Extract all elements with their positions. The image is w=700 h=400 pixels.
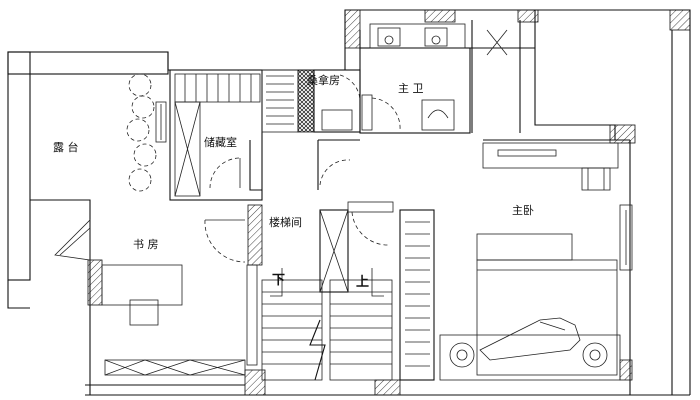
label-study: 书 房: [133, 238, 159, 251]
label-master-bedroom: 主卧: [512, 204, 534, 217]
label-storage: 储藏室: [204, 135, 237, 149]
outer-walls: [7, 9, 691, 396]
master-bedroom: [399, 139, 621, 381]
label-stair-up: 上: [356, 275, 369, 290]
label-stairwell: 楼梯间: [269, 215, 302, 229]
study-room: [101, 264, 246, 376]
label-terrace: 露 台: [53, 140, 79, 154]
stairwell: [204, 139, 394, 381]
label-sauna: 桑拿房: [307, 73, 340, 87]
master-bath: [359, 20, 521, 134]
label-stair-down: 下: [272, 273, 285, 288]
storage-room: [169, 69, 263, 201]
sauna-room: [261, 69, 361, 133]
label-master-bath: 主 卫: [398, 82, 424, 95]
terrace-plants: [126, 73, 167, 192]
